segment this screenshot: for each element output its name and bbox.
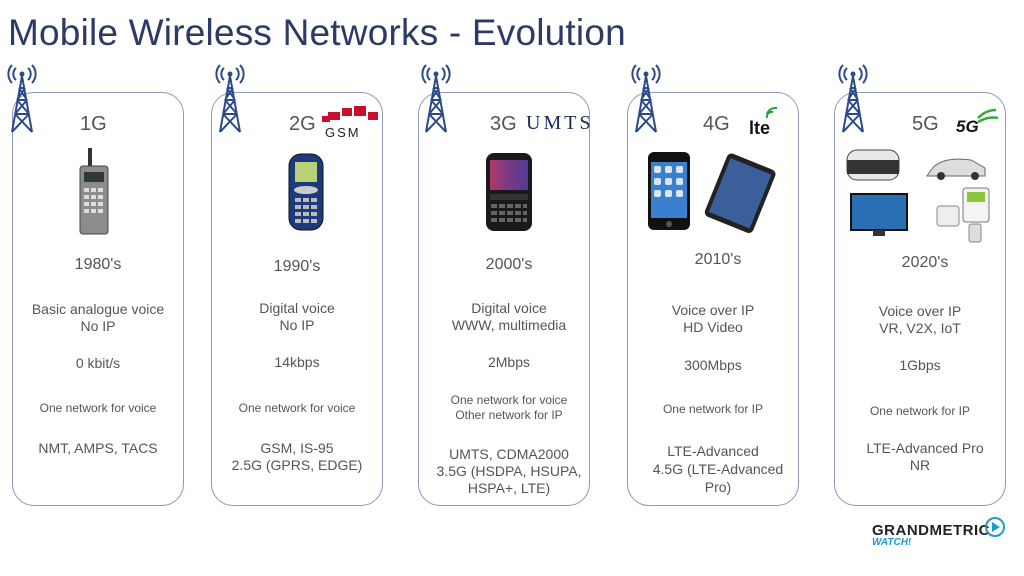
gsm-logo: GSM: [322, 106, 378, 140]
standard-4g-3: Pro): [704, 479, 732, 495]
speed-1g: 0 kbit/s: [75, 355, 121, 371]
service-3g-1: Digital voice: [471, 300, 547, 316]
generation-label-1g: 1G: [80, 113, 107, 135]
standard-3g-3: HSPA+, LTE): [467, 480, 551, 496]
qwerty-phone-icon: [486, 153, 532, 231]
5g-logo-text: 5G: [956, 117, 979, 136]
standard-4g-1: LTE-Advanced: [667, 443, 759, 459]
era-3g: 2000's: [485, 256, 533, 273]
play-icon: [985, 517, 1005, 537]
speed-2g: 14kbps: [274, 354, 320, 370]
antenna-tower-icon: [215, 64, 245, 133]
brand-name: GRANDMETRIC: [872, 522, 990, 539]
standard-5g-1: LTE-Advanced Pro: [866, 440, 984, 456]
grandmetric-logo: GRANDMETRIC WATCH!: [872, 516, 1012, 560]
standard-4g-2: 4.5G (LTE-Advanced: [652, 461, 784, 477]
smartphone-tablet-icon: [648, 152, 776, 234]
generation-label-4g: 4G: [703, 113, 730, 135]
generation-label-5g: 5G: [912, 113, 939, 135]
service-1g-1: Basic analogue voice: [31, 301, 165, 317]
speed-4g: 300Mbps: [684, 357, 742, 373]
feature-phone-icon: [288, 153, 324, 231]
standard-2g-2: 2.5G (GPRS, EDGE): [231, 457, 363, 473]
network-5g-1: One network for IP: [869, 404, 971, 418]
service-1g-2: No IP: [80, 318, 116, 334]
service-2g-1: Digital voice: [259, 300, 335, 316]
brick-phone-icon: [79, 148, 109, 235]
lte-logo: lte: [747, 104, 781, 138]
standard-1g-1: NMT, AMPS, TACS: [38, 440, 158, 456]
era-2g: 1990's: [273, 258, 321, 275]
antenna-tower-icon: [631, 64, 661, 133]
era-5g: 2020's: [901, 254, 949, 271]
standard-2g-1: GSM, IS-95: [260, 440, 334, 456]
network-2g-1: One network for voice: [238, 401, 356, 415]
umts-logo: UMTS: [526, 112, 594, 134]
vr-car-iot-icon: [846, 149, 990, 243]
brand-sub: WATCH!: [872, 537, 912, 548]
speed-3g: 2Mbps: [487, 354, 531, 370]
5g-logo: 5G: [956, 106, 1000, 136]
speed-5g: 1Gbps: [899, 357, 941, 373]
service-5g-1: Voice over IP: [878, 303, 962, 319]
service-4g-1: Voice over IP: [671, 302, 755, 318]
network-3g-1: One network for voice: [450, 393, 568, 407]
era-1g: 1980's: [74, 256, 122, 273]
service-4g-2: HD Video: [683, 319, 743, 335]
antenna-tower-icon: [838, 64, 868, 133]
generation-label-3g: 3G: [490, 113, 517, 135]
service-2g-2: No IP: [279, 317, 315, 333]
page-title: Mobile Wireless Networks - Evolution: [8, 12, 626, 53]
network-3g-2: Other network for IP: [455, 408, 563, 422]
service-3g-2: WWW, multimedia: [451, 317, 567, 333]
antenna-tower-icon: [421, 64, 451, 133]
gsm-logo-text: GSM: [325, 125, 361, 140]
era-4g: 2010's: [694, 251, 742, 268]
service-5g-2: VR, V2X, IoT: [879, 320, 961, 336]
network-1g-1: One network for voice: [39, 401, 157, 415]
antenna-tower-icon: [7, 64, 37, 133]
standard-3g-1: UMTS, CDMA2000: [449, 446, 569, 462]
standard-5g-2: NR: [909, 457, 931, 473]
standard-3g-2: 3.5G (HSDPA, HSUPA,: [436, 463, 582, 479]
generation-label-2g: 2G: [289, 113, 316, 135]
lte-logo-text: lte: [749, 118, 770, 138]
card-1g: [12, 92, 184, 506]
network-4g-1: One network for IP: [662, 402, 764, 416]
